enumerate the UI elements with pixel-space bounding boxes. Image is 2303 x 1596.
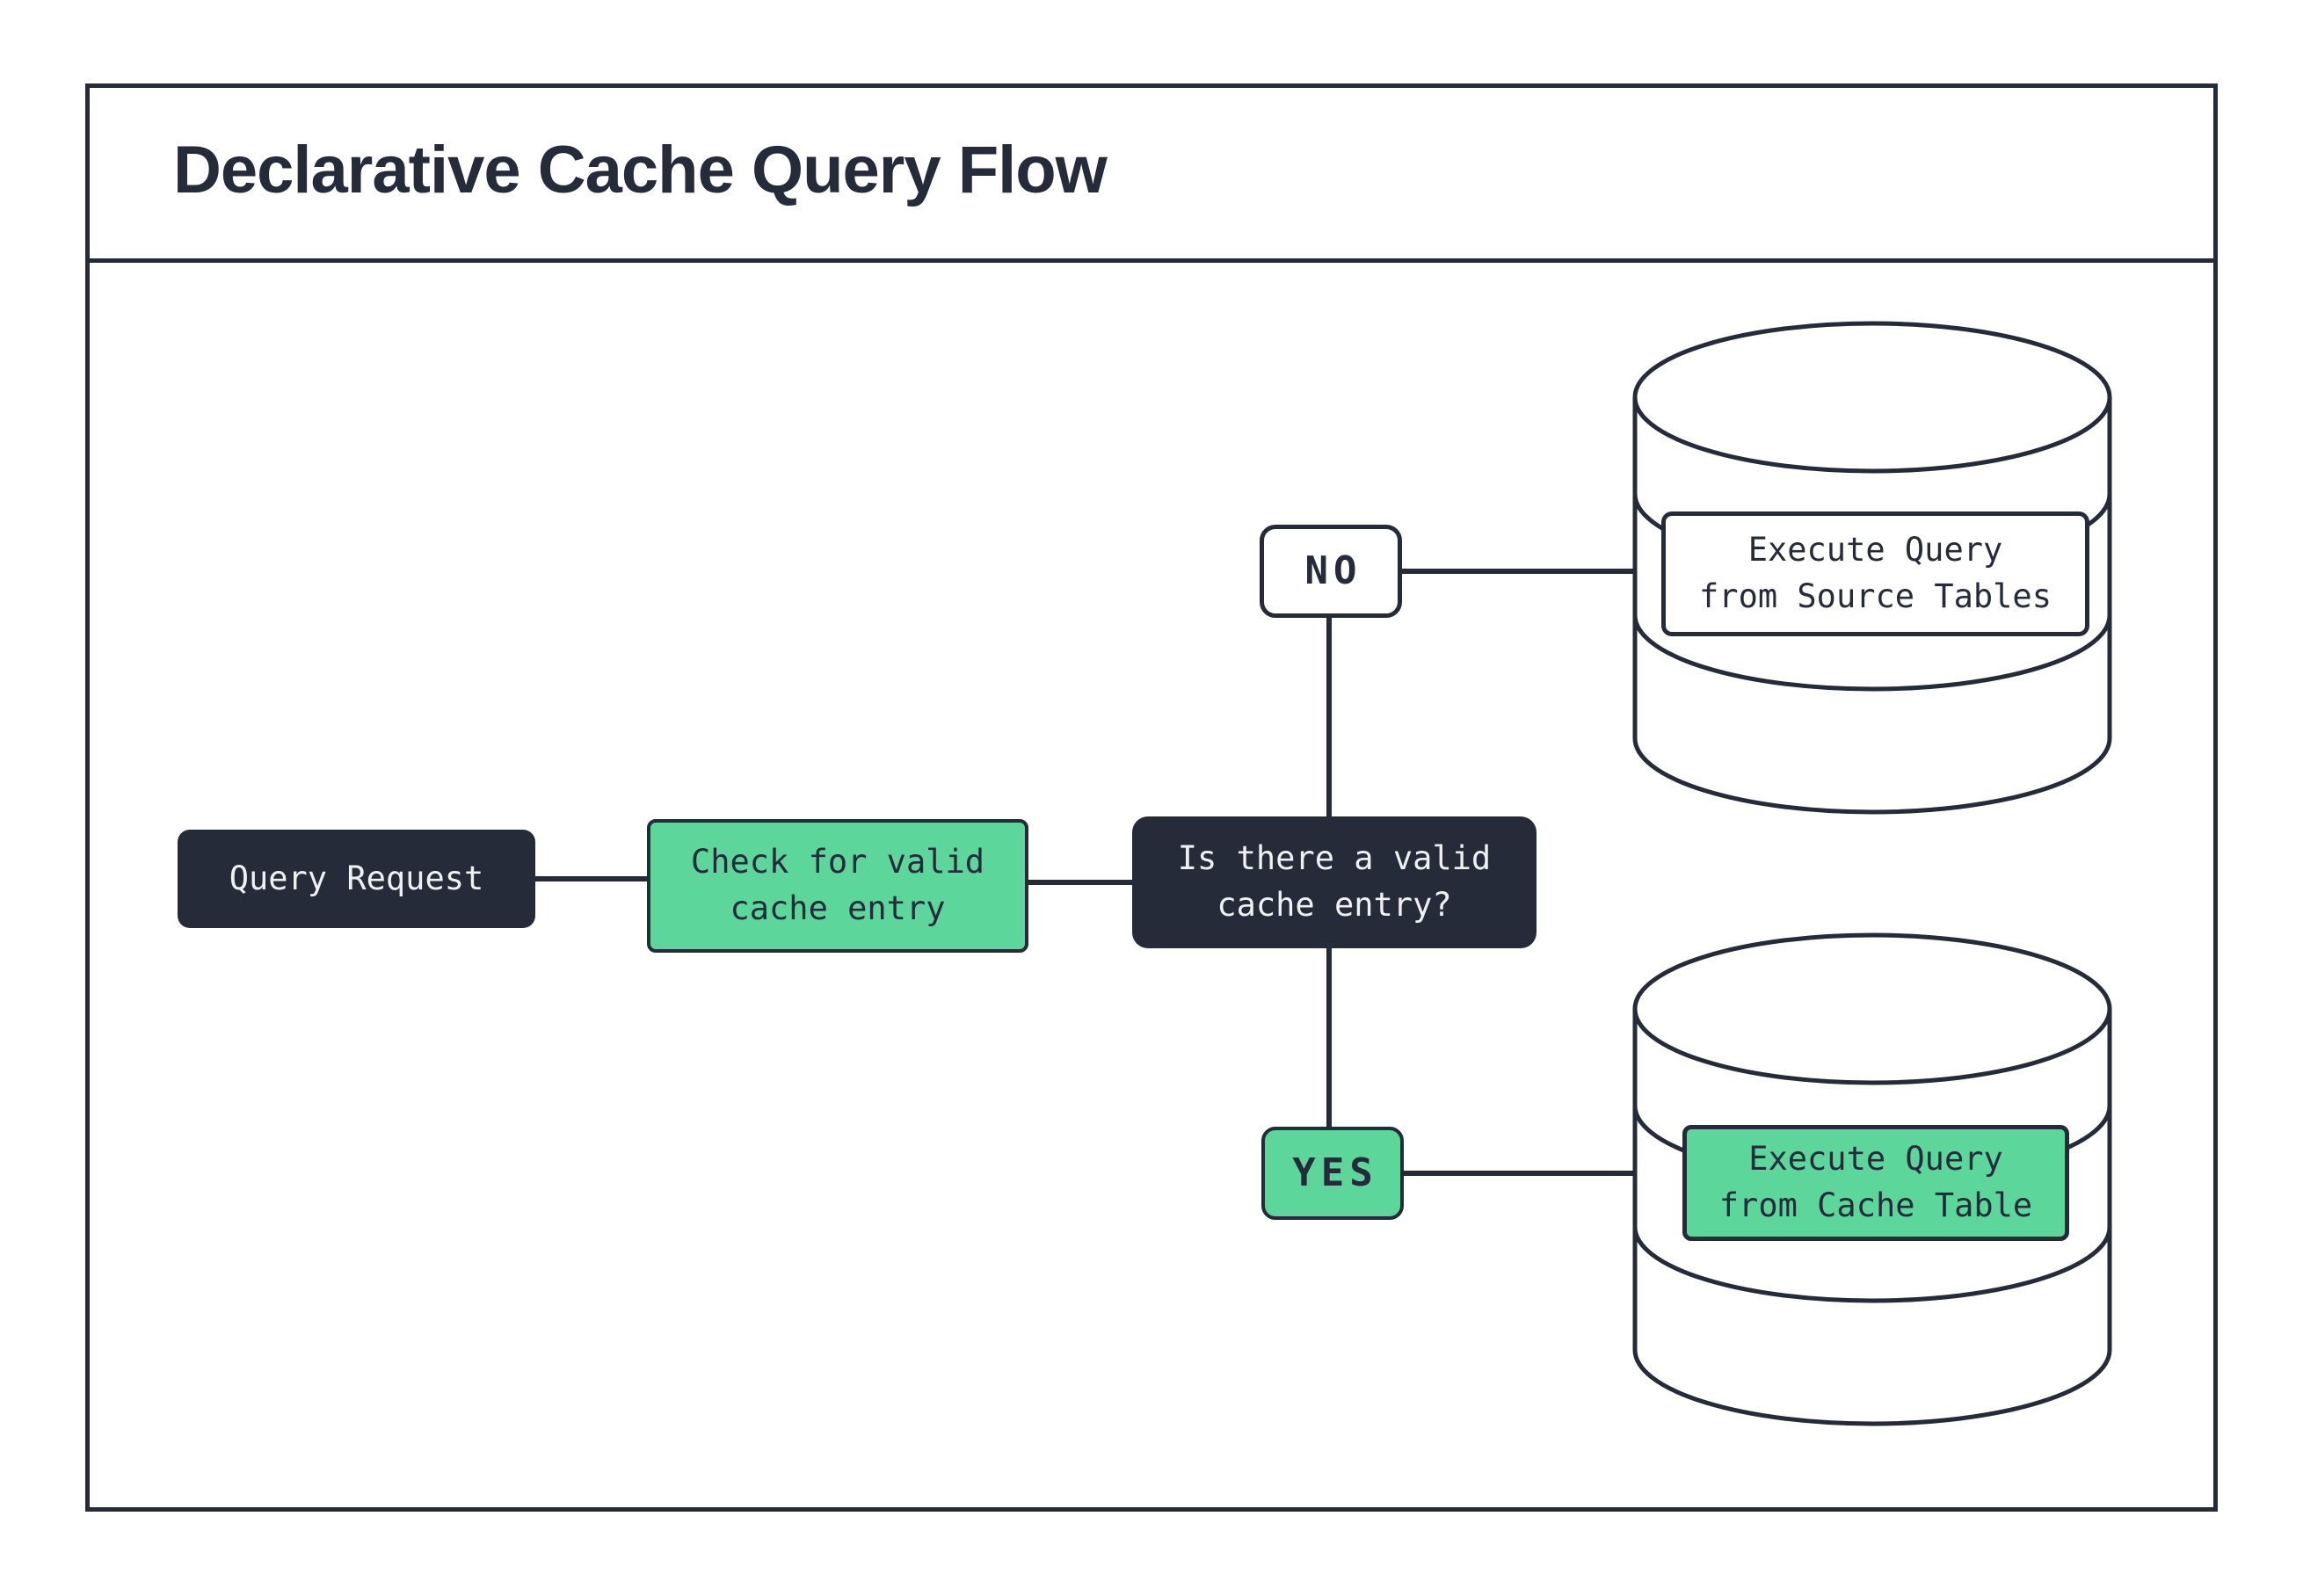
header-divider <box>85 258 2218 263</box>
node-check-cache: Check for valid cache entry <box>647 819 1028 953</box>
edge-decision-to-yes <box>1326 948 1332 1127</box>
page-title: Declarative Cache Query Flow <box>173 133 1108 207</box>
node-execute-source-label: Execute Query from Source Tables <box>1699 531 2052 615</box>
node-no-branch: NO <box>1260 525 1402 618</box>
edge-check-to-decision <box>1028 880 1138 885</box>
node-check-cache-label: Check for valid cache entry <box>690 843 985 927</box>
node-query-request-label: Query Request <box>229 859 484 897</box>
node-query-request: Query Request <box>178 830 535 928</box>
edge-decision-to-no <box>1326 618 1332 816</box>
node-execute-cache: Execute Query from Cache Table <box>1682 1125 2069 1241</box>
node-execute-cache-label: Execute Query from Cache Table <box>1718 1140 2033 1224</box>
edge-no-to-source-db <box>1402 569 1633 574</box>
node-execute-source: Execute Query from Source Tables <box>1661 511 2089 636</box>
source-database-icon <box>1632 321 2112 815</box>
cache-database-icon <box>1632 932 2112 1426</box>
node-yes-branch: YES <box>1261 1127 1404 1220</box>
node-decision: Is there a valid cache entry? <box>1132 816 1537 948</box>
edge-query-to-check <box>535 876 647 881</box>
node-decision-label: Is there a valid cache entry? <box>1177 839 1492 924</box>
edge-yes-to-cache-db <box>1404 1171 1633 1176</box>
node-yes-label: YES <box>1292 1150 1378 1195</box>
node-no-label: NO <box>1304 548 1362 593</box>
